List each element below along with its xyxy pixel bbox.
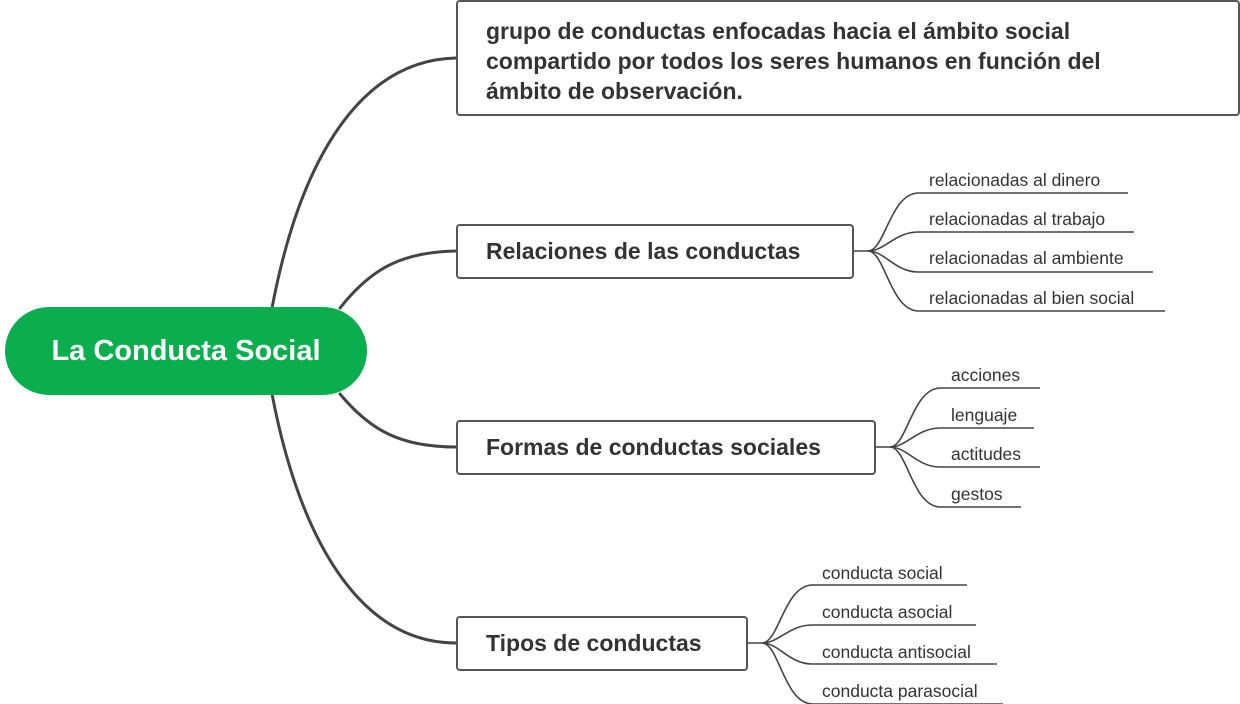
leaf-item[interactable]: conducta parasocial [822, 681, 978, 701]
connector-leaf-1-3 [867, 250, 1153, 273]
description-box[interactable]: grupo de conductas enfocadas hacia el ám… [456, 0, 1240, 116]
branch-formas[interactable]: Formas de conductas sociales [456, 420, 876, 475]
connector-leaf-3-4 [761, 642, 1003, 704]
description-line: ámbito de observación. [486, 78, 743, 104]
leaf-item[interactable]: acciones [951, 365, 1021, 385]
leaf-item[interactable]: relacionadas al bien social [929, 288, 1135, 308]
leaf-item[interactable]: relacionadas al trabajo [929, 209, 1106, 229]
branch-label: Formas de conductas sociales [486, 434, 821, 460]
connector-leaf-3-3 [761, 642, 997, 665]
leaf-item[interactable]: relacionadas al dinero [929, 170, 1101, 190]
connector-leaf-2-2 [889, 427, 1034, 448]
leaf-item[interactable]: relacionadas al ambiente [929, 248, 1124, 268]
branch-label: Relaciones de las conductas [486, 238, 801, 264]
branch-tipos[interactable]: Tipos de conductas [456, 616, 748, 671]
root-label: La Conducta Social [51, 334, 321, 367]
leaf-item[interactable]: conducta antisocial [822, 642, 971, 662]
description-line: compartido por todos los seres humanos e… [486, 48, 1101, 74]
branch-label: Tipos de conductas [486, 630, 702, 656]
leaf-item[interactable]: gestos [951, 484, 1003, 504]
connector-description [270, 56, 458, 310]
connector-leaf-1-4 [867, 250, 1165, 312]
connector-leaf-2-4 [889, 446, 1021, 508]
connector-leaf-1-2 [867, 231, 1134, 252]
connector-leaf-2-3 [889, 446, 1040, 468]
connector-branch-3 [270, 392, 458, 645]
connector-leaf-3-2 [761, 624, 976, 644]
leaf-item[interactable]: lenguaje [951, 405, 1018, 425]
leaf-item[interactable]: conducta social [822, 563, 943, 583]
root-topic[interactable]: La Conducta Social [5, 307, 367, 395]
connector-branch-1 [338, 249, 458, 310]
leaf-item[interactable]: actitudes [951, 444, 1022, 464]
description-line: grupo de conductas enfocadas hacia el ám… [486, 18, 1071, 44]
branch-relaciones[interactable]: Relaciones de las conductas [456, 224, 854, 279]
leaf-item[interactable]: conducta asocial [822, 602, 953, 622]
connector-branch-2 [338, 392, 458, 449]
